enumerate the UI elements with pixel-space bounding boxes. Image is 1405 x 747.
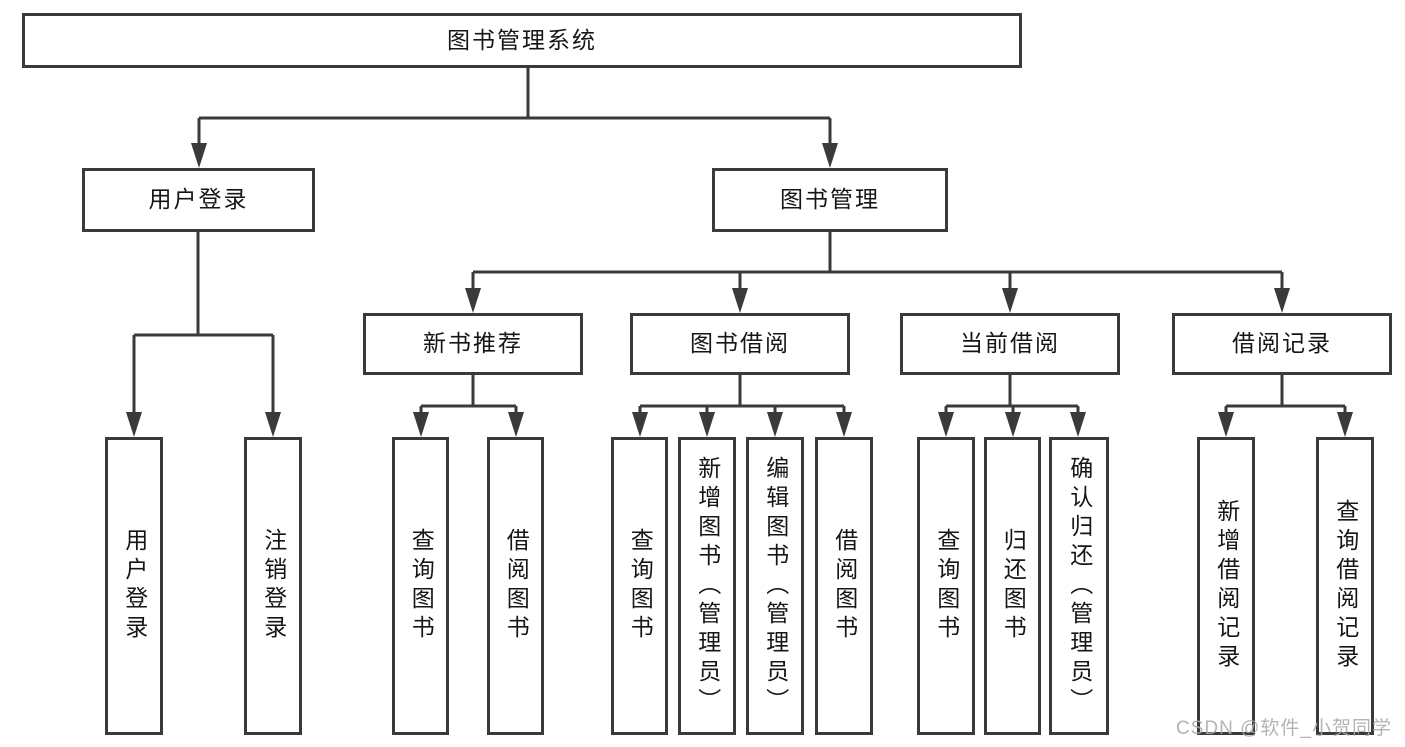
node-borrow-books: 借阅图书 [815, 437, 873, 735]
node-label: 确认归还（管理员） [1066, 455, 1093, 717]
node-book-borrowing: 图书借阅 [630, 313, 850, 375]
node-library-system: 图书管理系统 [22, 13, 1022, 68]
node-label: 新增图书（管理员） [694, 455, 721, 717]
node-borrowing-records: 借阅记录 [1172, 313, 1392, 375]
node-label: 归还图书 [1000, 528, 1027, 644]
node-confirm-return-admin: 确认归还（管理员） [1049, 437, 1109, 735]
node-label: 注销登录 [260, 528, 287, 644]
node-add-book-admin: 新增图书（管理员） [678, 437, 736, 735]
node-logout: 注销登录 [244, 437, 302, 735]
node-new-book-recommendation: 新书推荐 [363, 313, 583, 375]
node-query-books: 查询图书 [392, 437, 449, 735]
node-borrow-books: 借阅图书 [487, 437, 544, 735]
node-query-books: 查询图书 [611, 437, 668, 735]
node-return-books: 归还图书 [984, 437, 1041, 735]
node-label: 新增借阅记录 [1213, 499, 1240, 673]
node-query-borrow-record: 查询借阅记录 [1316, 437, 1374, 735]
node-label: 用户登录 [121, 528, 148, 644]
node-add-borrow-record: 新增借阅记录 [1197, 437, 1255, 735]
node-login: 用户登录 [105, 437, 163, 735]
node-user-login: 用户登录 [82, 168, 315, 232]
watermark-csdn: CSDN @软件_小贺同学 [1176, 718, 1392, 739]
node-edit-book-admin: 编辑图书（管理员） [746, 437, 804, 735]
node-label: 查询图书 [627, 528, 654, 644]
node-label: 查询借阅记录 [1332, 499, 1359, 673]
node-current-borrowing: 当前借阅 [900, 313, 1120, 375]
node-label: 借阅图书 [831, 528, 858, 644]
node-label: 查询图书 [408, 528, 435, 644]
node-label: 查询图书 [933, 528, 960, 644]
node-query-books: 查询图书 [917, 437, 975, 735]
node-book-management: 图书管理 [712, 168, 948, 232]
node-label: 编辑图书（管理员） [762, 455, 789, 717]
node-label: 借阅图书 [503, 528, 530, 644]
